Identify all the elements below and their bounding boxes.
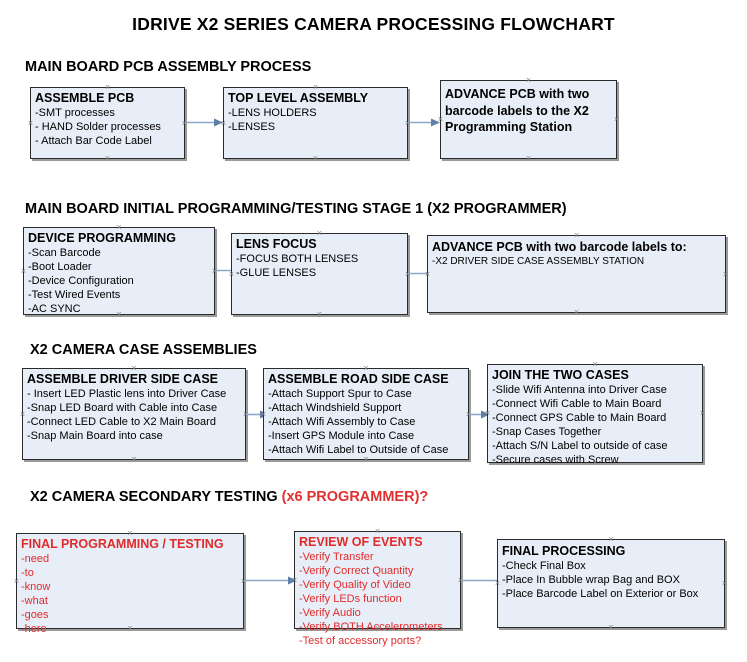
box-title: FINAL PROGRAMMING / TESTING <box>21 537 224 551</box>
box-title: TOP LEVEL ASSEMBLY <box>228 91 369 105</box>
box-line: - HAND Solder processes <box>35 121 161 133</box>
connector-arrow <box>408 117 441 128</box>
box-review-of-events[interactable]: REVIEW OF EVENTS -Verify Transfer -Verif… <box>292 527 463 648</box>
box-line: -to <box>21 567 34 579</box>
box-line: -Secure cases with Screw <box>492 454 619 466</box>
box-line: -Snap Main Board into case <box>27 430 163 442</box>
section-heading-3: X2 CAMERA CASE ASSEMBLIES <box>30 342 257 358</box>
box-line: -Verify Transfer <box>299 551 374 563</box>
box-line: - Attach Bar Code Label <box>35 135 152 147</box>
box-line: -Insert GPS Module into Case <box>268 430 415 442</box>
box-line: -X2 DRIVER SIDE CASE ASSEMBLY STATION <box>432 256 645 267</box>
box-line: -here <box>21 623 47 635</box>
box-line: -need <box>21 553 50 565</box>
box-title: LENS FOCUS <box>236 237 317 251</box>
connector-handle-right-icon[interactable]: × <box>722 268 729 279</box>
box-advance-pcb-programming-station[interactable]: ADVANCE PCB with two barcode labels to t… <box>438 76 619 163</box>
box-line: -Device Configuration <box>28 275 134 287</box>
box-line: -Verify Quality of Video <box>299 579 411 591</box>
box-line: -Connect Wifi Cable to Main Board <box>492 398 662 410</box>
connector-handle-bottom-icon[interactable]: × <box>104 153 111 163</box>
box-top-level-assembly[interactable]: TOP LEVEL ASSEMBLY -LENS HOLDERS -LENSES… <box>221 83 410 163</box>
box-title: JOIN THE TWO CASES <box>492 368 629 382</box>
box-line: -Snap LED Board with Cable into Case <box>27 402 218 414</box>
box-device-programming[interactable]: DEVICE PROGRAMMING -Scan Barcode -Boot L… <box>21 223 217 319</box>
box-line: -Verify Audio <box>299 607 361 619</box>
box-line: -goes <box>21 609 49 621</box>
connector-handle-bottom-icon[interactable]: × <box>363 454 369 464</box>
connector-handle-bottom-icon[interactable]: × <box>525 153 532 163</box>
box-line: -Verify BOTH Accelerometers <box>299 621 443 633</box>
connector-handle-bottom-icon[interactable]: × <box>131 454 137 464</box>
connector-arrow <box>469 409 491 420</box>
box-line: -Place Barcode Label on Exterior or Box <box>502 588 699 600</box>
box-title: FINAL PROCESSING <box>502 544 626 558</box>
box-line: -Verify LEDs function <box>299 593 402 605</box>
page-title: IDRIVE X2 SERIES CAMERA PROCESSING FLOWC… <box>132 14 615 34</box>
box-line: -Attach Support Spur to Case <box>268 388 412 400</box>
box-line: -Test Wired Events <box>28 289 121 301</box>
box-title: ASSEMBLE ROAD SIDE CASE <box>268 372 449 386</box>
box-line-overflow: -Test of accessory ports? <box>299 635 422 647</box>
box-line: -AC SYNC <box>28 303 81 315</box>
connector-arrow <box>244 575 298 586</box>
section-heading-2: MAIN BOARD INITIAL PROGRAMMING/TESTING S… <box>25 201 567 217</box>
connector-handle-bottom-icon[interactable]: × <box>312 153 319 163</box>
box-line: -Check Final Box <box>502 560 586 572</box>
box-line: -SMT processes <box>35 107 115 119</box>
box-title: REVIEW OF EVENTS <box>299 535 423 549</box>
box-line: -Snap Cases Together <box>492 426 602 438</box>
connector-handle-bottom-icon[interactable]: × <box>608 622 614 632</box>
box-line: -Scan Barcode <box>28 247 101 259</box>
box-line: -LENSES <box>228 121 276 133</box>
box-title: ADVANCE PCB with two barcode labels to: <box>432 240 687 254</box>
box-assemble-road-side-case[interactable]: ASSEMBLE ROAD SIDE CASE -Attach Support … <box>261 364 471 464</box>
box-title: DEVICE PROGRAMMING <box>28 231 176 245</box>
section-heading-4: X2 CAMERA SECONDARY TESTING (x6 PROGRAMM… <box>30 489 428 505</box>
box-join-the-two-cases[interactable]: JOIN THE TWO CASES -Slide Wifi Antenna i… <box>485 360 705 467</box>
box-title: ADVANCE PCB with two barcode labels to t… <box>445 87 590 134</box>
box-line: -Attach Windshield Support <box>268 402 402 414</box>
section-heading-4-suffix: (x6 PROGRAMMER)? <box>281 489 429 505</box>
box-final-programming-testing[interactable]: FINAL PROGRAMMING / TESTING -need -to -k… <box>14 529 246 636</box>
box-line: -Connect LED Cable to X2 Main Board <box>27 416 216 428</box>
connector-handle-bottom-icon[interactable]: × <box>573 307 580 317</box>
box-advance-pcb-driver-side[interactable]: ADVANCE PCB with two barcode labels to: … <box>425 231 729 317</box>
box-title: ASSEMBLE PCB <box>35 91 135 105</box>
box-line: -Slide Wifi Antenna into Driver Case <box>492 384 667 396</box>
box-line: -what <box>21 595 48 607</box>
connector-handle-bottom-icon[interactable]: × <box>316 309 323 319</box>
box-line: -Attach Wifi Assembly to Case <box>268 416 416 428</box>
box-lens-focus[interactable]: LENS FOCUS -FOCUS BOTH LENSES -GLUE LENS… <box>229 229 410 319</box>
box-line: -Verify Correct Quantity <box>299 565 414 577</box>
box-line: -Place In Bubble wrap Bag and BOX <box>502 574 680 586</box>
section-heading-1: MAIN BOARD PCB ASSEMBLY PROCESS <box>25 59 312 75</box>
box-assemble-driver-side-case[interactable]: ASSEMBLE DRIVER SIDE CASE - Insert LED P… <box>20 364 248 464</box>
box-line: -Attach S/N Label to outside of case <box>492 440 668 452</box>
connector-arrow <box>185 117 224 128</box>
section-heading-4-text: X2 CAMERA SECONDARY TESTING <box>30 489 282 505</box>
box-line: -Boot Loader <box>28 261 92 273</box>
box-title: ASSEMBLE DRIVER SIDE CASE <box>27 372 219 386</box>
box-line: -know <box>21 581 51 593</box>
box-assemble-pcb[interactable]: ASSEMBLE PCB -SMT processes - HAND Solde… <box>28 83 187 163</box>
box-line: -Attach Wifi Label to Outside of Case <box>268 444 449 456</box>
box-line: -Connect GPS Cable to Main Board <box>492 412 667 424</box>
box-line: -FOCUS BOTH LENSES <box>236 253 359 265</box>
box-line: - Insert LED Plastic lens into Driver Ca… <box>27 388 227 400</box>
box-line: -GLUE LENSES <box>236 267 317 279</box>
box-final-processing[interactable]: FINAL PROCESSING -Check Final Box -Place… <box>495 535 727 632</box>
box-line: -LENS HOLDERS <box>228 107 317 119</box>
